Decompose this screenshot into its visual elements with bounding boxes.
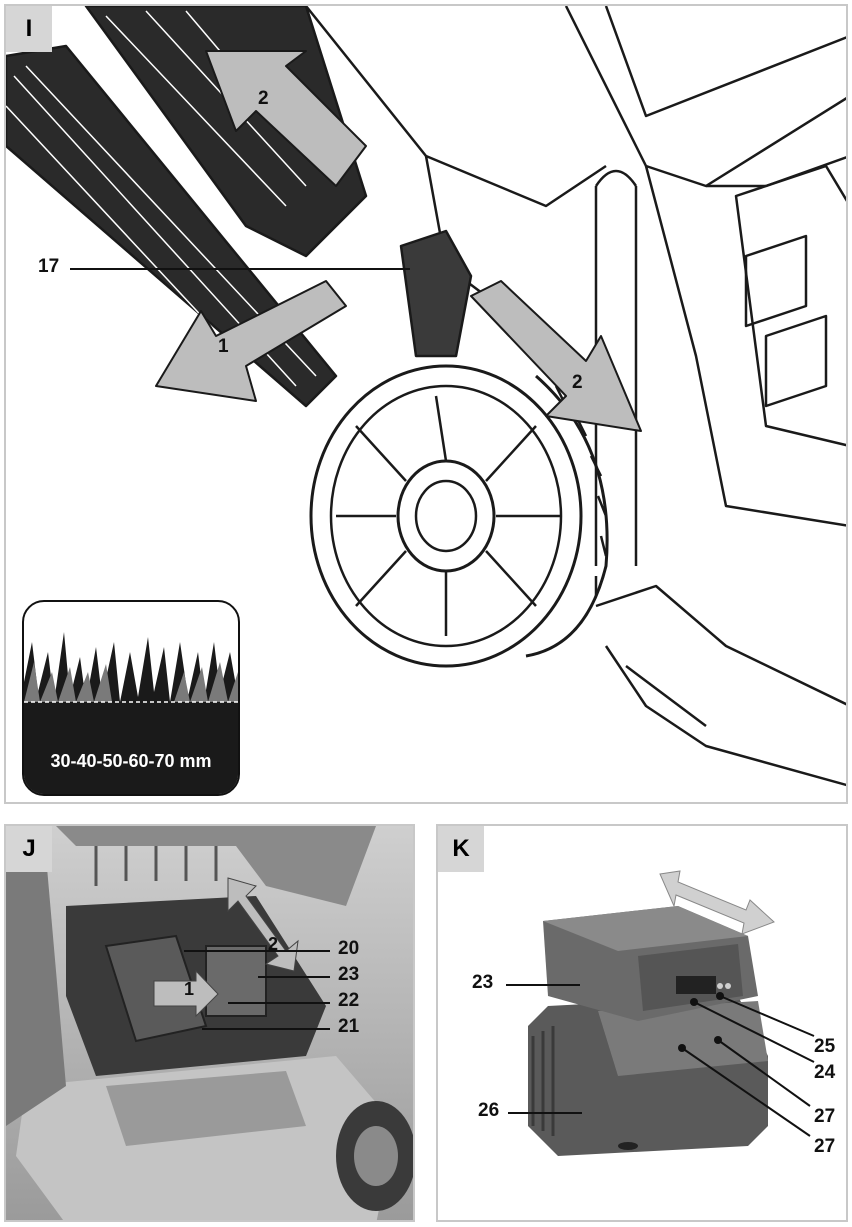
callout-22-line: [228, 1002, 330, 1004]
battery-charger-photo: [528, 870, 775, 1156]
arrow-1-j: [153, 969, 219, 1018]
callout-17-line: [70, 268, 410, 270]
grass-icon: [24, 632, 238, 794]
cutting-height-text: 30-40-50-60-70 mm: [50, 751, 212, 771]
arrow-1: [155, 280, 347, 402]
arrow-2-j: [227, 877, 299, 972]
label-j-arrow-2: 2: [268, 934, 279, 954]
label-j-arrow-1: 1: [184, 979, 195, 999]
arrow-2-right: [470, 280, 642, 432]
lid: [56, 826, 376, 906]
label-j-23: 23: [338, 964, 360, 985]
arrow-2-top: [205, 50, 367, 187]
mower-wheel-drawing: [6, 6, 846, 787]
label-k-26: 26: [478, 1100, 500, 1121]
label-k-25: 25: [814, 1036, 836, 1057]
label-arrow-2-top: 2: [258, 88, 269, 109]
cutting-height-box: 30-40-50-60-70 mm: [22, 600, 240, 796]
label-arrow-2-right: 2: [572, 372, 583, 393]
callout-lines-k: [678, 992, 815, 1137]
panel-j-tag: J: [6, 826, 52, 872]
label-17: 17: [38, 256, 60, 277]
callout-20-line: [184, 950, 330, 952]
label-k-27a: 27: [814, 1106, 836, 1127]
label-j-21: 21: [338, 1016, 360, 1037]
battery-compartment-photo: [6, 826, 413, 1220]
height-lever: [399, 229, 473, 358]
callout-k-23-line: [506, 984, 580, 986]
panel-k-tag: K: [438, 826, 484, 872]
panel-j: J 1 2 20 23 22 21: [4, 824, 415, 1222]
callout-23-line: [258, 976, 330, 978]
label-k-23: 23: [472, 972, 494, 993]
callout-21-line: [202, 1028, 330, 1030]
double-arrow-k: [659, 870, 775, 935]
callout-k-26-line: [508, 1112, 582, 1114]
panel-i-tag: I: [6, 6, 52, 52]
label-k-27b: 27: [814, 1136, 836, 1157]
label-arrow-1: 1: [218, 336, 229, 357]
panel-k: K 23 26 25 24 27 27: [436, 824, 848, 1222]
label-k-24: 24: [814, 1062, 836, 1083]
wheel: [309, 364, 609, 668]
label-j-20: 20: [338, 938, 360, 959]
label-j-22: 22: [338, 990, 360, 1011]
panel-i: I: [4, 4, 848, 804]
grass-bag-left: [6, 44, 338, 408]
